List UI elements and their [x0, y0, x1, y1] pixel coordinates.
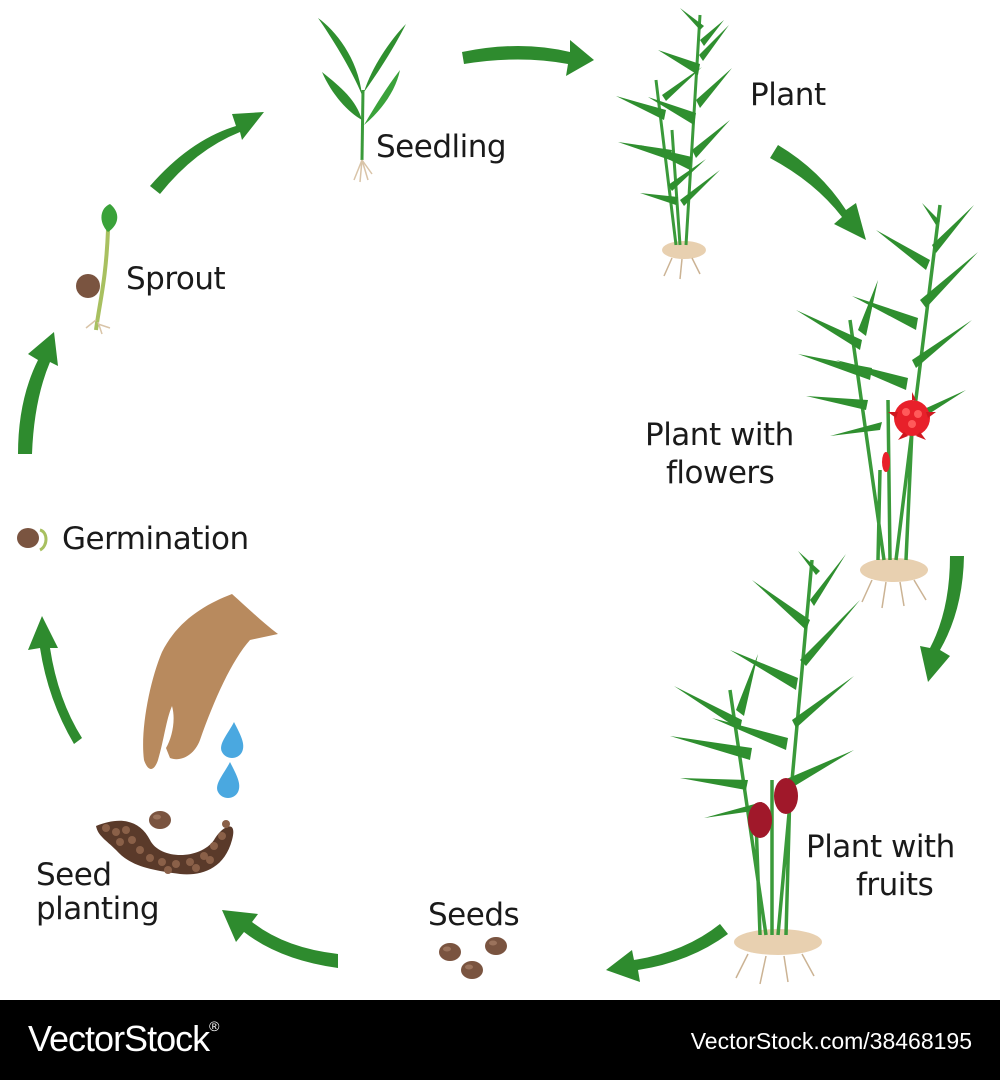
registered-mark: ® — [209, 1018, 219, 1034]
seeds-illustration — [439, 937, 507, 979]
vectorstock-logo[interactable]: VectorStock® — [28, 1018, 219, 1060]
label-seed-planting-line2: planting — [36, 891, 160, 927]
red-flower-icon — [888, 392, 936, 440]
label-plant-with-fruits-line1: Plant with — [806, 829, 955, 865]
label-plant: Plant — [750, 77, 826, 113]
arrow-sprout-to-seedling — [150, 112, 264, 194]
image-id-link[interactable]: VectorStock.com/38468195 — [690, 1028, 972, 1054]
arrow-flowers-to-fruits — [920, 556, 964, 682]
diagram-canvas — [17, 8, 978, 985]
label-seedling: Seedling — [376, 129, 507, 165]
brand-name: VectorStock — [28, 1018, 210, 1059]
seed-planting-illustration — [96, 594, 278, 875]
label-seed-planting-line1: Seed — [36, 857, 112, 893]
plant-with-fruits-illustration — [670, 551, 860, 985]
label-sprout: Sprout — [126, 261, 226, 297]
label-germination: Germination — [62, 521, 249, 557]
label-plant-with-fruits-line2: fruits — [856, 867, 934, 903]
plant-with-flowers-illustration — [796, 203, 978, 609]
label-plant-with-flowers-line1: Plant with — [645, 417, 794, 453]
seedling-illustration — [318, 18, 406, 183]
cycle-arrows — [18, 40, 964, 982]
label-seeds: Seeds — [428, 897, 520, 933]
red-fruit-icon — [748, 778, 798, 838]
germination-illustration — [17, 528, 48, 552]
arrow-planting-to-germination — [28, 616, 82, 744]
plant-illustration — [616, 8, 732, 280]
arrow-seeds-to-planting — [222, 910, 338, 968]
water-drop-icon — [217, 722, 244, 798]
label-plant-with-flowers-line2: flowers — [666, 455, 775, 491]
hand-icon — [143, 594, 278, 769]
arrow-germination-to-sprout — [18, 332, 58, 454]
arrow-seedling-to-plant — [462, 40, 594, 76]
arrow-fruits-to-seeds — [606, 924, 728, 982]
arrow-plant-to-flowers — [770, 145, 866, 240]
life-cycle-diagram: Seedling Plant Plant with flowers Plant … — [17, 8, 978, 985]
watermark-footer: VectorStock® VectorStock.com/38468195 — [0, 1000, 1000, 1080]
sprout-illustration — [76, 204, 118, 335]
